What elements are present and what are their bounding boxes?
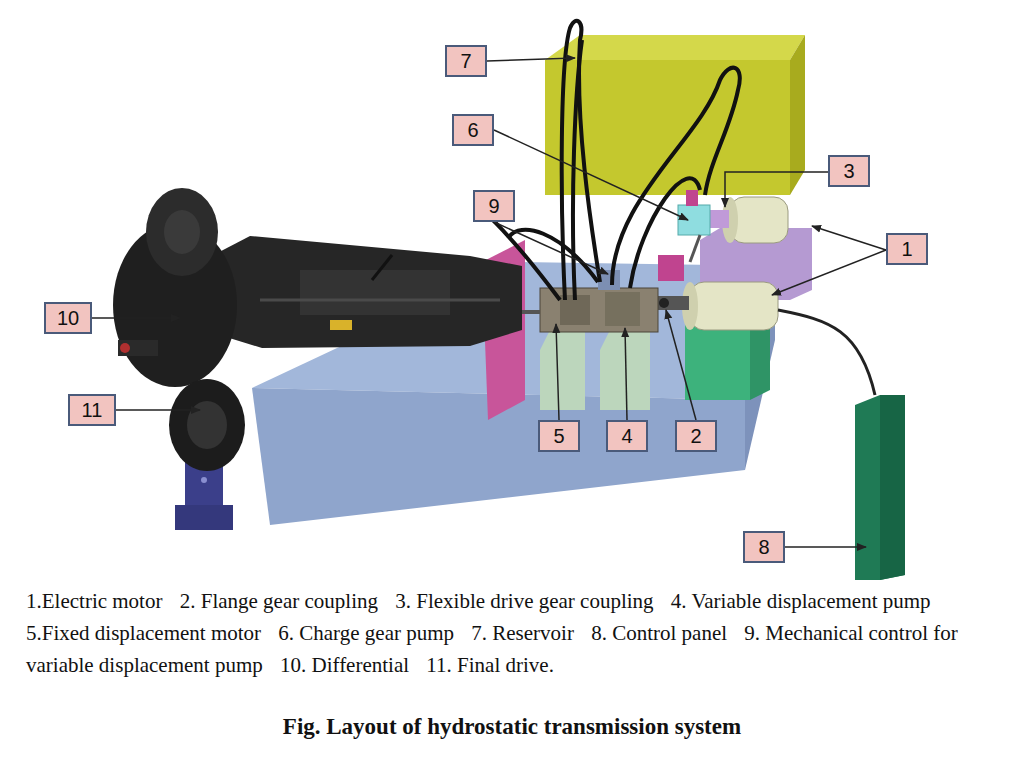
part-label: 10. Differential bbox=[280, 653, 409, 677]
reservoir-top bbox=[545, 35, 805, 60]
leader-line bbox=[812, 226, 886, 250]
callout-box: 7 bbox=[445, 45, 487, 77]
pump-port bbox=[686, 190, 698, 206]
callout-number: 6 bbox=[467, 119, 478, 142]
callout-box: 1 bbox=[886, 233, 928, 265]
control-panel bbox=[855, 395, 905, 580]
hydraulic-hose bbox=[630, 178, 700, 288]
gearbox-tag bbox=[330, 320, 352, 330]
output-shaft bbox=[522, 310, 540, 314]
reservoir-side bbox=[790, 35, 805, 195]
figure-caption: Fig. Layout of hydrostatic transmission … bbox=[0, 714, 1024, 740]
final-drive-face bbox=[187, 401, 227, 449]
charge-pipe bbox=[690, 235, 700, 262]
gearbox-housing bbox=[200, 236, 522, 348]
leader-line bbox=[494, 222, 608, 274]
coupling-hub bbox=[659, 298, 669, 308]
callout-box: 4 bbox=[606, 420, 648, 452]
part-label: 11. Final drive. bbox=[426, 653, 554, 677]
leader-line bbox=[556, 324, 559, 420]
upper-hub bbox=[146, 188, 218, 276]
pump-block bbox=[605, 292, 640, 326]
callout-box: 11 bbox=[68, 394, 116, 426]
callout-number: 2 bbox=[690, 425, 701, 448]
hydraulic-hose bbox=[612, 68, 740, 285]
control-panel-side bbox=[880, 395, 905, 580]
callout-number: 3 bbox=[843, 160, 854, 183]
leader-line bbox=[494, 130, 688, 220]
hydraulic-hose bbox=[562, 21, 600, 300]
shift-lever bbox=[372, 255, 392, 280]
leader-line bbox=[772, 250, 886, 295]
callout-box: 5 bbox=[538, 420, 580, 452]
part-label: 8. Control panel bbox=[591, 621, 727, 645]
leader-line bbox=[725, 172, 828, 207]
part-label: 2. Flange gear coupling bbox=[180, 589, 378, 613]
leader-line bbox=[92, 317, 180, 319]
callout-box: 6 bbox=[452, 114, 494, 146]
flange-coupling bbox=[655, 296, 689, 310]
stand-hole bbox=[201, 477, 207, 483]
hydraulic-hose bbox=[508, 230, 598, 282]
part-label: 4. Variable displacement pump bbox=[671, 589, 931, 613]
callout-number: 9 bbox=[488, 195, 499, 218]
part-label: 6. Charge gear pump bbox=[278, 621, 454, 645]
parts-list: 1.Electric motor 2. Flange gear coupling… bbox=[26, 585, 976, 681]
gearbox-rib bbox=[260, 299, 500, 302]
callout-number: 4 bbox=[621, 425, 632, 448]
leader-lines bbox=[92, 58, 886, 547]
part-label: 7. Reservoir bbox=[471, 621, 574, 645]
electric-motor bbox=[730, 197, 788, 243]
callout-box: 10 bbox=[44, 302, 92, 334]
callout-box: 8 bbox=[743, 531, 785, 563]
electric-motor bbox=[690, 282, 778, 330]
part-label: 1.Electric motor bbox=[26, 589, 162, 613]
callout-box: 3 bbox=[828, 155, 870, 187]
filter bbox=[658, 255, 684, 281]
callout-box: 9 bbox=[473, 190, 515, 222]
leader-line bbox=[785, 546, 866, 548]
stand-foot bbox=[175, 505, 233, 530]
callout-box: 2 bbox=[675, 420, 717, 452]
hydraulic-hose bbox=[482, 210, 560, 300]
upper-hub-face bbox=[164, 210, 200, 254]
unit-stand bbox=[540, 330, 585, 410]
final-drive-housing bbox=[169, 379, 245, 471]
part-label: 5.Fixed displacement motor bbox=[26, 621, 261, 645]
callout-number: 7 bbox=[460, 50, 471, 73]
callout-number: 11 bbox=[82, 399, 103, 422]
callout-number: 10 bbox=[57, 307, 79, 330]
axle-bolt bbox=[120, 343, 130, 353]
callout-number: 5 bbox=[553, 425, 564, 448]
leader-line bbox=[116, 409, 200, 411]
leader-line bbox=[487, 58, 575, 61]
axle-shaft bbox=[118, 340, 158, 356]
charge-pump bbox=[678, 205, 710, 235]
leader-line bbox=[666, 310, 696, 420]
part-label: 3. Flexible drive gear coupling bbox=[395, 589, 653, 613]
power-cable bbox=[778, 310, 875, 395]
leader-line bbox=[625, 328, 627, 420]
callout-number: 1 bbox=[901, 238, 912, 261]
callout-number: 8 bbox=[758, 536, 769, 559]
